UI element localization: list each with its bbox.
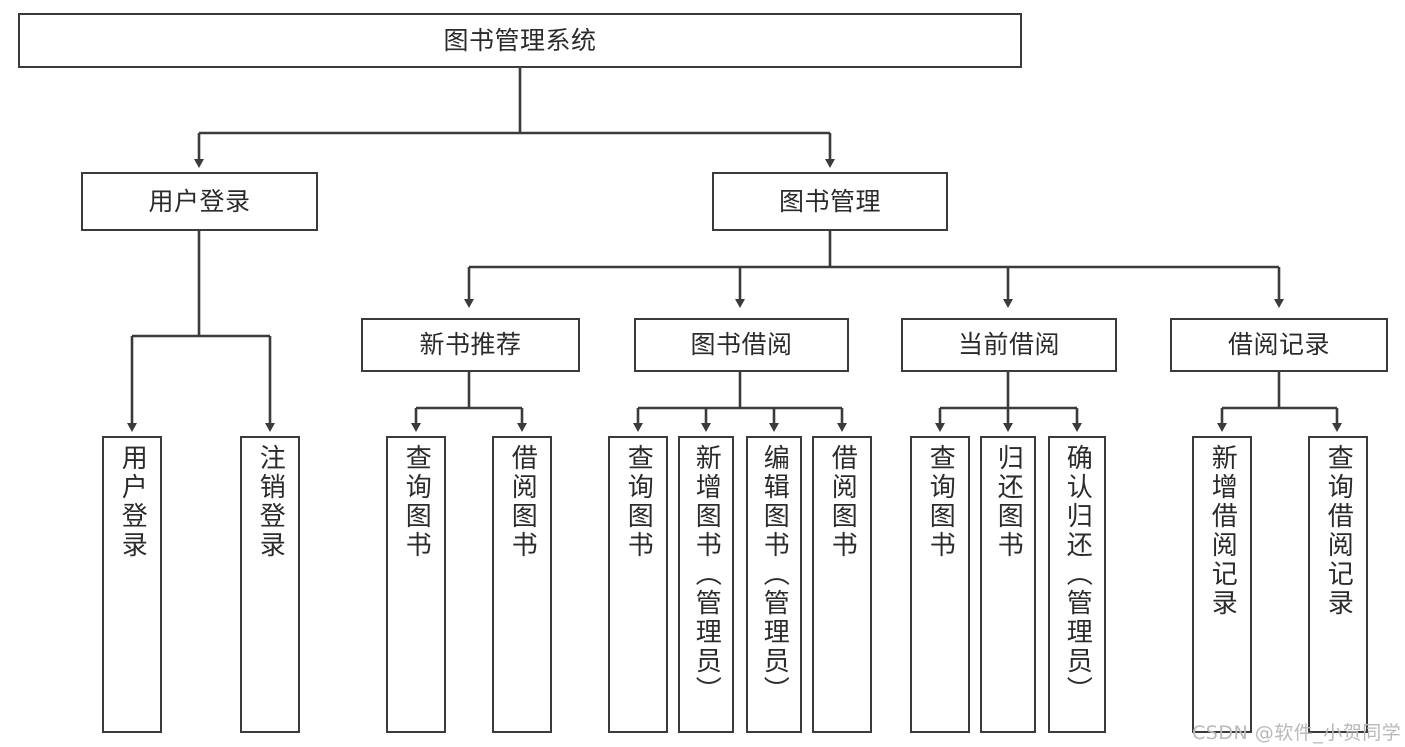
leaf-borrow-query-book[interactable]: 查询图书 (608, 436, 668, 733)
node-current-borrow-label: 当前借阅 (957, 330, 1060, 360)
leaf-record-add-label: 新增借阅记录 (1207, 444, 1238, 618)
node-borrow-record-label: 借阅记录 (1227, 330, 1330, 360)
leaf-new-book-borrow[interactable]: 借阅图书 (492, 436, 552, 733)
leaf-current-return-book-label: 归还图书 (993, 444, 1024, 560)
node-user-login-label: 用户登录 (148, 186, 251, 216)
leaf-borrow-add-book-label: 新增图书（管理员） (691, 444, 722, 705)
leaf-borrow-query-book-label: 查询图书 (623, 444, 654, 560)
watermark: CSDN @软件_小贺同学 (1192, 722, 1402, 744)
leaf-borrow-add-book[interactable]: 新增图书（管理员） (678, 436, 734, 733)
leaf-user-login-logout[interactable]: 注销登录 (240, 436, 300, 733)
node-book-borrow[interactable]: 图书借阅 (634, 318, 849, 372)
node-user-login[interactable]: 用户登录 (81, 172, 318, 231)
leaf-current-return-book[interactable]: 归还图书 (980, 436, 1036, 733)
leaf-user-login-logout-label: 注销登录 (255, 444, 286, 560)
leaf-record-query[interactable]: 查询借阅记录 (1308, 436, 1368, 733)
leaf-record-add[interactable]: 新增借阅记录 (1192, 436, 1252, 733)
node-book-management[interactable]: 图书管理 (712, 172, 948, 231)
leaf-new-book-borrow-label: 借阅图书 (507, 444, 538, 560)
leaf-current-confirm-return[interactable]: 确认归还（管理员） (1048, 436, 1106, 733)
leaf-user-login-login[interactable]: 用户登录 (102, 436, 162, 733)
leaf-borrow-edit-book[interactable]: 编辑图书（管理员） (746, 436, 802, 733)
leaf-new-book-query-label: 查询图书 (401, 444, 432, 560)
node-borrow-record[interactable]: 借阅记录 (1170, 318, 1388, 372)
leaf-borrow-borrow-book-label: 借阅图书 (827, 444, 858, 560)
node-book-borrow-label: 图书借阅 (690, 330, 793, 360)
node-current-borrow[interactable]: 当前借阅 (901, 318, 1117, 372)
leaf-current-confirm-return-label: 确认归还（管理员） (1062, 444, 1093, 705)
node-book-management-label: 图书管理 (778, 186, 881, 216)
leaf-record-query-label: 查询借阅记录 (1323, 444, 1354, 618)
node-root[interactable]: 图书管理系统 (18, 13, 1022, 68)
leaf-new-book-query[interactable]: 查询图书 (386, 436, 446, 733)
node-new-book-recommend[interactable]: 新书推荐 (361, 318, 580, 372)
leaf-current-query-book-label: 查询图书 (925, 444, 956, 560)
leaf-borrow-borrow-book[interactable]: 借阅图书 (812, 436, 872, 733)
leaf-borrow-edit-book-label: 编辑图书（管理员） (759, 444, 790, 705)
node-new-book-recommend-label: 新书推荐 (419, 330, 522, 360)
leaf-current-query-book[interactable]: 查询图书 (910, 436, 970, 733)
node-root-label: 图书管理系统 (443, 25, 597, 55)
leaf-user-login-login-label: 用户登录 (117, 444, 148, 560)
